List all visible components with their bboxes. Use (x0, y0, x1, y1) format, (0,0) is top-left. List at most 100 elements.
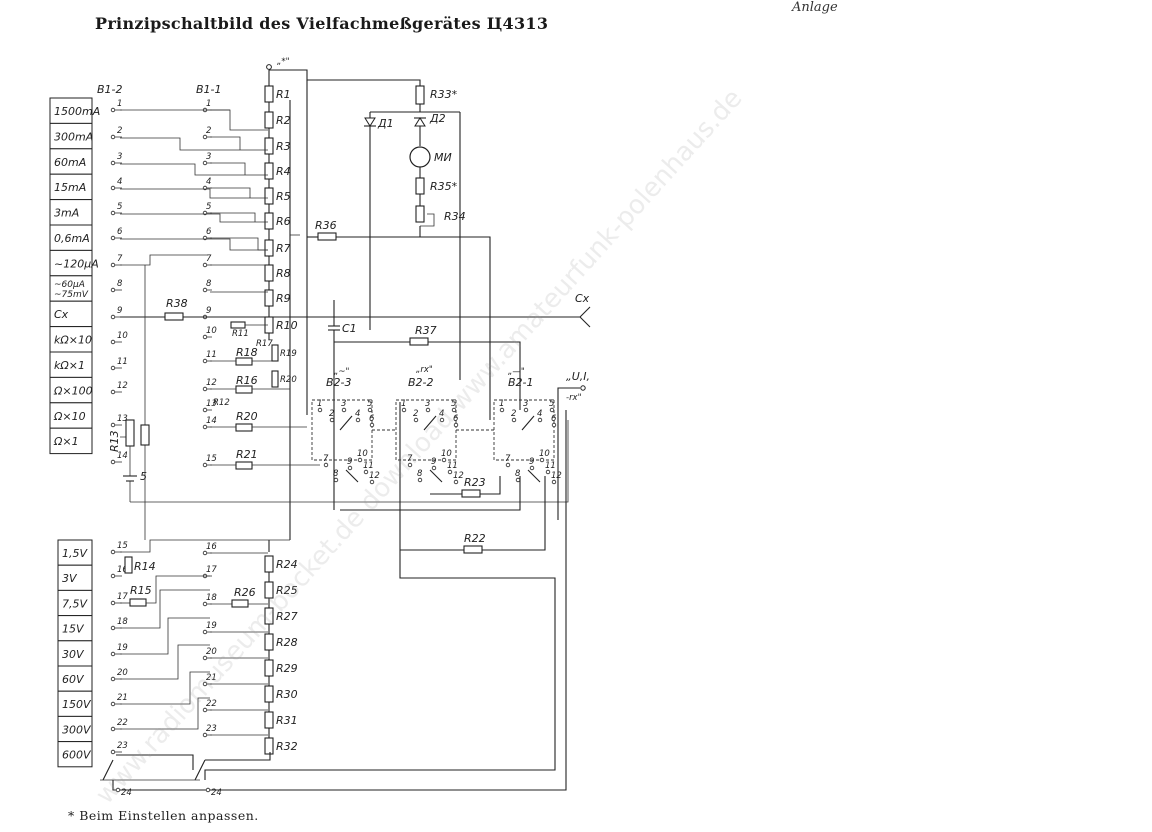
resistor (264, 162, 274, 180)
switch-contact (110, 339, 116, 345)
switch-contact (110, 726, 116, 732)
resistor-label: R4 (276, 165, 291, 178)
switch-label-b2-3: B2-3 (326, 376, 352, 389)
range-box (57, 741, 93, 768)
switch-contact (202, 334, 208, 340)
switch-contact (110, 573, 116, 579)
meter-branch: R33* Д1 Д2 MИ R35* R34 (364, 85, 466, 380)
resistor (264, 711, 274, 729)
resistor (264, 633, 274, 651)
r33-label: R33* (430, 88, 458, 101)
resistor (264, 581, 274, 599)
resistor-label: R6 (276, 215, 291, 228)
r16-label: R16 (236, 374, 258, 387)
r26-label: R26 (234, 586, 256, 599)
range-label: 3mA (54, 207, 79, 220)
switch-contact (202, 134, 208, 140)
contact-number: 16 (206, 542, 217, 552)
battery-branch: R13 5 (108, 265, 569, 540)
switch-label-b2-1: B2-1 (508, 376, 534, 389)
switch-contact (447, 469, 453, 475)
contact-number: 17 (117, 592, 128, 602)
contact-number: 18 (206, 593, 217, 603)
switch-contact (110, 185, 116, 191)
switch-contact (439, 417, 445, 423)
common-terminal-icon (266, 64, 272, 70)
switch-contact (110, 422, 116, 428)
switch-contact (110, 651, 116, 657)
range-box (57, 715, 93, 743)
switch-contact (202, 424, 208, 430)
contact-number: 10 (117, 331, 128, 341)
switch-contact (549, 407, 555, 413)
resistor-label: R7 (276, 242, 291, 255)
r19-tiny-label: R19 (280, 349, 297, 359)
switch-contact (202, 629, 208, 635)
range-label: 15V (62, 623, 85, 636)
d2-label: Д2 (429, 112, 446, 125)
switch-contact (110, 287, 116, 293)
contact-number: 15 (117, 541, 128, 551)
switch-contact (363, 469, 369, 475)
r36-label: R36 (315, 219, 337, 232)
ohm-range-resistors: R11 R18 R16 R20 R21 R17 R19 R20 R12 (210, 321, 320, 470)
shunt-wiring (120, 109, 268, 293)
switch-contact (401, 407, 407, 413)
contact-number: 10 (539, 449, 550, 459)
contact-number: 2 (206, 126, 211, 136)
mode-rx-label: -rx" (566, 393, 582, 403)
contact-number: 5 (367, 399, 372, 409)
resistor-label: R29 (276, 662, 298, 675)
contact-number: 7 (206, 254, 212, 264)
contact-number: 1 (206, 99, 211, 109)
contact-number: 13 (206, 399, 217, 409)
b2-1-mode-label: „—" (508, 367, 525, 377)
r37-label: R37 (415, 324, 437, 337)
common-terminal-label: „*" (277, 57, 290, 67)
contact-number: 8 (206, 279, 212, 289)
switch-label-b1-2: B1-2 (97, 83, 123, 96)
range-box (57, 690, 93, 717)
switch-b2-contacts: 1234567891011121234567891011121234567891… (317, 399, 562, 485)
contact-number: 12 (369, 471, 380, 481)
r13-label: R13 (108, 430, 121, 452)
switch-contact (407, 462, 413, 468)
contact-number: 6 (117, 227, 123, 237)
switch-contact (202, 601, 208, 607)
contact-number: 2 (511, 409, 516, 419)
contact-number: 7 (407, 454, 413, 464)
range-box (49, 224, 93, 251)
r18-label: R18 (236, 346, 258, 359)
range-box (49, 427, 93, 455)
range-box (49, 300, 93, 328)
resistor-label: R27 (276, 610, 298, 623)
contact-number: 22 (117, 718, 128, 728)
range-label: 60mA (54, 156, 86, 169)
contact-number: 5 (549, 399, 554, 409)
switch-contact (110, 235, 116, 241)
contact-number: 9 (529, 457, 534, 467)
contact-number: 12 (453, 471, 464, 481)
range-label: 150V (62, 698, 92, 711)
switch-contact (317, 407, 323, 413)
meter-label: MИ (434, 151, 452, 164)
switch-contact (110, 365, 116, 371)
r19-sub-label: R20 (280, 375, 297, 385)
switch-contact (323, 462, 329, 468)
switch-contact (369, 479, 375, 485)
meter-icon (409, 146, 431, 168)
contact-number: 5 (451, 399, 456, 409)
range-label: Ω×10 (53, 410, 86, 423)
range-label: 60V (62, 673, 85, 686)
switch-contact (511, 417, 517, 423)
switch-contact (341, 407, 347, 413)
switch-contact (515, 477, 521, 483)
resistor (264, 555, 274, 573)
contact-number: 14 (117, 451, 128, 461)
contact-number: 2 (329, 409, 334, 419)
switch-label-b1-1: B1-1 (196, 83, 222, 96)
svg-text:24: 24 (121, 788, 132, 798)
contact-number: 8 (515, 469, 521, 479)
contact-number: 7 (505, 454, 511, 464)
